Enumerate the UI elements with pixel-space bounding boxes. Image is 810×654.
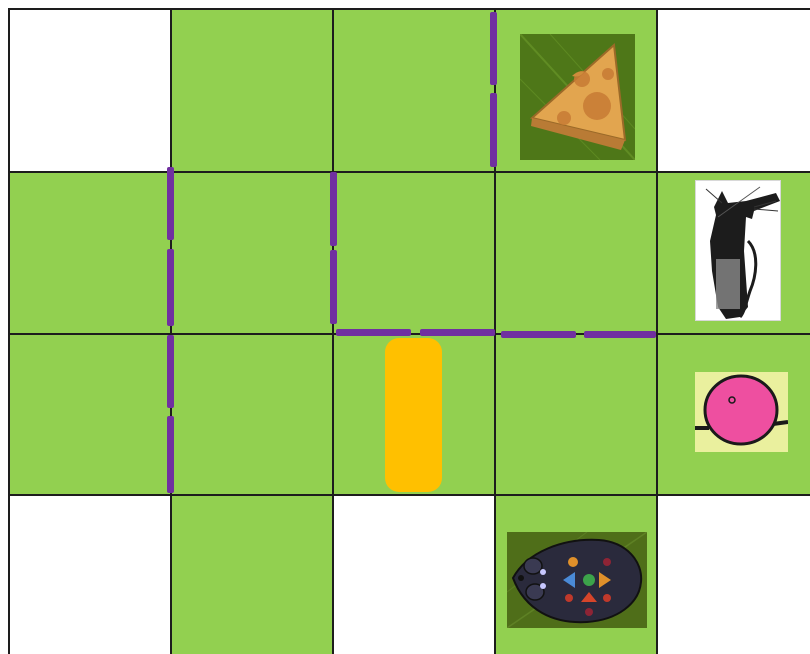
- grid-line-left: [8, 8, 10, 654]
- cell-r3-c1[interactable]: [8, 334, 171, 495]
- cell-r2-c2[interactable]: [171, 172, 333, 334]
- cell-r2-c4[interactable]: [495, 172, 657, 334]
- grid-line-h1: [8, 171, 810, 173]
- grid-line-v4: [656, 8, 658, 654]
- wall-r2-c1-c2-a: [167, 167, 174, 240]
- wall-r2-c2-c3-a: [330, 172, 337, 246]
- cell-r1-c1[interactable]: [8, 8, 171, 172]
- cell-r4-c5[interactable]: [657, 495, 810, 654]
- cat-icon: [696, 181, 781, 321]
- cell-r4-c1[interactable]: [8, 495, 171, 654]
- grid-line-top: [8, 8, 810, 10]
- cell-r2-c1[interactable]: [8, 172, 171, 334]
- ball-token[interactable]: [695, 372, 788, 452]
- wall-r2-c2-c3-b: [330, 250, 337, 324]
- wall-r1-c3-c4-a: [490, 12, 497, 85]
- ball-icon: [695, 372, 788, 452]
- tunnel-piece[interactable]: [385, 338, 442, 492]
- wall-r1-c3-c4-b: [490, 93, 497, 167]
- wall-r3-c1-c2-b: [167, 416, 174, 493]
- grid-line-h3: [8, 494, 810, 496]
- grid-line-v2: [332, 8, 334, 654]
- cheese-icon: [520, 34, 635, 160]
- cell-r4-c2[interactable]: [171, 495, 333, 654]
- wall-h-c4-b: [584, 331, 656, 338]
- wall-h-c3-b: [420, 329, 495, 336]
- cell-r4-c3[interactable]: [333, 495, 495, 654]
- robot-mouse-token[interactable]: [507, 532, 647, 628]
- robot-mouse-icon: [507, 532, 647, 628]
- wall-h-c3-a: [336, 329, 411, 336]
- wall-r2-c1-c2-b: [167, 249, 174, 326]
- wall-h-c4-a: [501, 331, 576, 338]
- grid-line-v1: [170, 8, 172, 654]
- wall-r3-c1-c2-a: [167, 335, 174, 408]
- cell-r1-c3[interactable]: [333, 8, 495, 172]
- cell-r3-c2[interactable]: [171, 334, 333, 495]
- cell-r2-c3[interactable]: [333, 172, 495, 334]
- cell-r1-c2[interactable]: [171, 8, 333, 172]
- cell-r1-c5[interactable]: [657, 8, 810, 172]
- cheese-token[interactable]: [520, 34, 635, 160]
- cell-r3-c4[interactable]: [495, 334, 657, 495]
- cat-token[interactable]: [695, 180, 781, 321]
